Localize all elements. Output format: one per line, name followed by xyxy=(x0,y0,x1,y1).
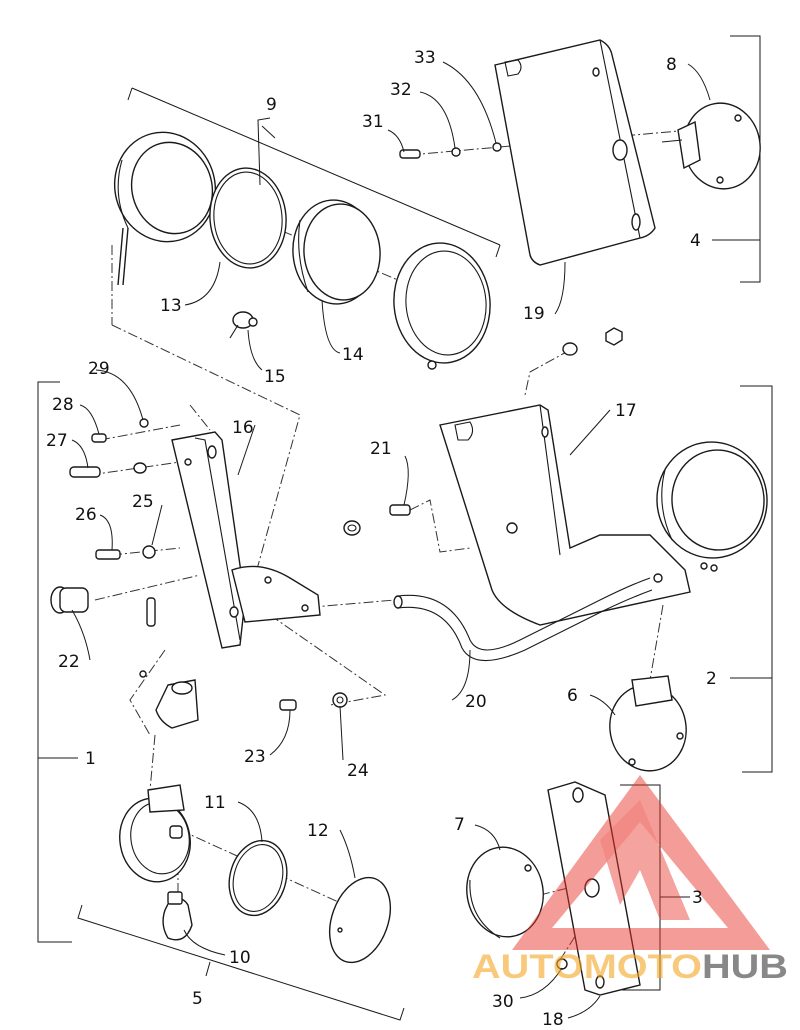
callout-21: 21 xyxy=(370,439,392,459)
callout-22: 22 xyxy=(58,652,80,672)
callout-5: 5 xyxy=(192,989,203,1009)
mounting-plate-upper xyxy=(494,39,656,266)
marker-lamp-right xyxy=(609,675,687,772)
watermark-brand-part2: HUB xyxy=(702,948,788,986)
callout-7: 7 xyxy=(454,815,465,835)
mounting-plate-lower xyxy=(547,781,641,996)
marker-lamp-upper xyxy=(661,102,761,190)
callout-11: 11 xyxy=(204,793,226,813)
callout-3: 3 xyxy=(692,888,703,908)
callout-25: 25 xyxy=(132,492,154,512)
callout-15: 15 xyxy=(264,367,286,387)
sealed-beam-lamp xyxy=(292,199,381,305)
callout-20: 20 xyxy=(465,692,487,712)
callout-leaders xyxy=(71,61,711,1019)
trim-ring xyxy=(393,242,491,370)
callout-32: 32 xyxy=(390,80,412,100)
callout-24: 24 xyxy=(347,761,369,781)
watermark-triangle-inner xyxy=(600,800,690,920)
callout-28: 28 xyxy=(52,395,74,415)
fasteners-right xyxy=(343,327,623,536)
callout-16: 16 xyxy=(232,418,254,438)
callout-30: 30 xyxy=(492,992,514,1012)
adjuster-screw xyxy=(229,311,258,339)
callout-8: 8 xyxy=(666,55,677,75)
lens xyxy=(328,876,392,964)
crossbar-tube xyxy=(393,577,653,662)
fasteners-left xyxy=(69,418,156,560)
fasteners-top xyxy=(399,142,502,159)
headlight-shell xyxy=(113,131,217,286)
callout-labels: 1 2 3 4 5 6 7 8 9 10 11 12 13 14 15 16 1… xyxy=(46,48,717,1030)
callout-4: 4 xyxy=(690,231,701,251)
watermark-triangle xyxy=(512,775,770,950)
callout-33: 33 xyxy=(414,48,436,68)
callout-13: 13 xyxy=(160,296,182,316)
callout-6: 6 xyxy=(567,686,578,706)
callout-27: 27 xyxy=(46,431,68,451)
marker-lamp-lower xyxy=(466,846,544,939)
mounting-bracket-right xyxy=(439,404,691,626)
callout-23: 23 xyxy=(244,747,266,767)
callout-2: 2 xyxy=(706,669,717,689)
group-brackets xyxy=(37,35,773,1021)
fasteners-bottom xyxy=(279,692,348,711)
callout-31: 31 xyxy=(362,112,384,132)
connector-plug xyxy=(50,586,89,614)
callout-9: 9 xyxy=(266,95,277,115)
callout-12: 12 xyxy=(307,821,329,841)
watermark-brand-part1: AUTOMOTO xyxy=(472,948,702,986)
callout-19: 19 xyxy=(523,304,545,324)
turn-signal-housing xyxy=(119,784,191,883)
callout-29: 29 xyxy=(88,359,110,379)
callout-1: 1 xyxy=(85,749,96,769)
headlight-assembly-right xyxy=(656,441,768,572)
callout-14: 14 xyxy=(342,345,364,365)
bulb xyxy=(162,891,193,941)
callout-10: 10 xyxy=(229,948,251,968)
lens-gasket xyxy=(228,839,288,917)
callout-26: 26 xyxy=(75,505,97,525)
seal-ring xyxy=(209,167,287,269)
lamp-mount-block xyxy=(139,597,199,729)
mounting-bracket-left xyxy=(171,431,321,649)
callout-18: 18 xyxy=(542,1010,564,1030)
callout-17: 17 xyxy=(615,401,637,421)
